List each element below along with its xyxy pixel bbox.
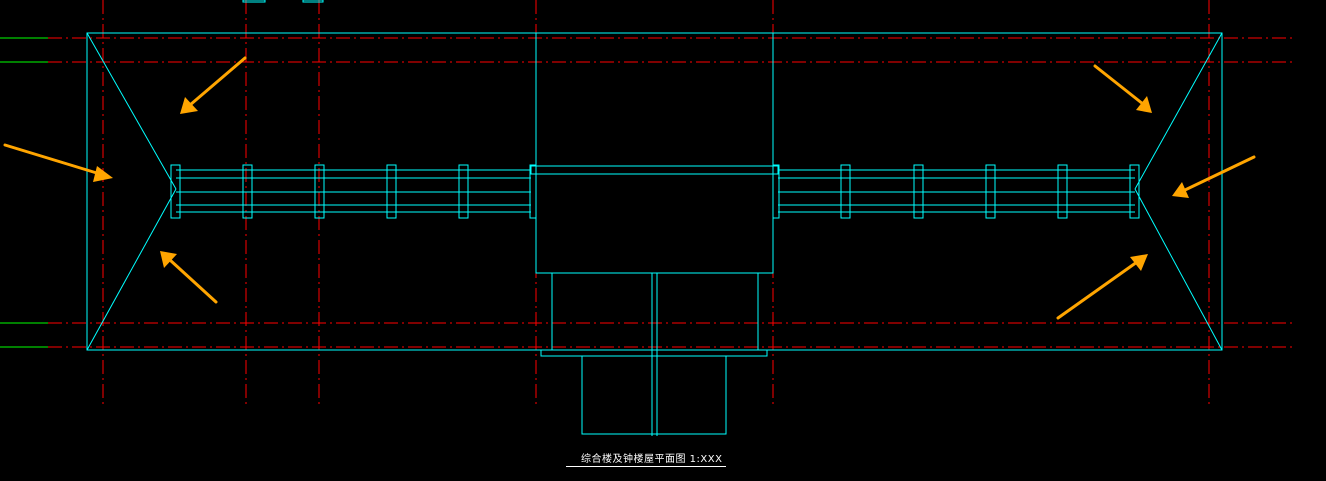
title-underline <box>566 466 726 467</box>
axis-grid <box>0 0 1296 405</box>
ridge-post <box>985 164 996 219</box>
ridge-post <box>242 164 253 219</box>
top-marker <box>302 0 324 3</box>
ridge-post <box>314 164 325 219</box>
entrance-block <box>540 273 768 357</box>
slope-arrow-icon <box>1056 254 1148 320</box>
leader-lines <box>0 37 48 348</box>
ridge-post <box>170 164 181 219</box>
ridge-post <box>913 164 924 219</box>
ridge-post <box>1057 164 1068 219</box>
top-marker <box>242 0 266 3</box>
ridge-post <box>840 164 851 219</box>
slope-arrows <box>3 56 1256 320</box>
hip-line <box>1134 188 1223 351</box>
ridge-post <box>772 164 780 219</box>
entrance-porch <box>581 355 727 435</box>
slope-arrow-icon <box>1093 64 1152 113</box>
building-outline <box>86 0 1223 436</box>
slope-arrow-icon <box>3 143 113 182</box>
tower-body <box>535 173 774 274</box>
hip-line <box>1134 32 1223 190</box>
drawing-title: 综合楼及钟楼屋平面图 1:XXX <box>581 454 723 465</box>
slope-arrow-icon <box>180 56 247 114</box>
slope-arrow-icon <box>160 251 218 304</box>
ridge-post <box>458 164 469 219</box>
hip-line <box>86 32 177 190</box>
tower-roof <box>530 165 779 175</box>
hip-line <box>86 188 177 351</box>
ridge-post <box>529 164 537 219</box>
slope-arrow-icon <box>1172 155 1256 198</box>
ridge-post <box>386 164 397 219</box>
roof-outline <box>86 32 1223 351</box>
ridge-post <box>1129 164 1140 219</box>
